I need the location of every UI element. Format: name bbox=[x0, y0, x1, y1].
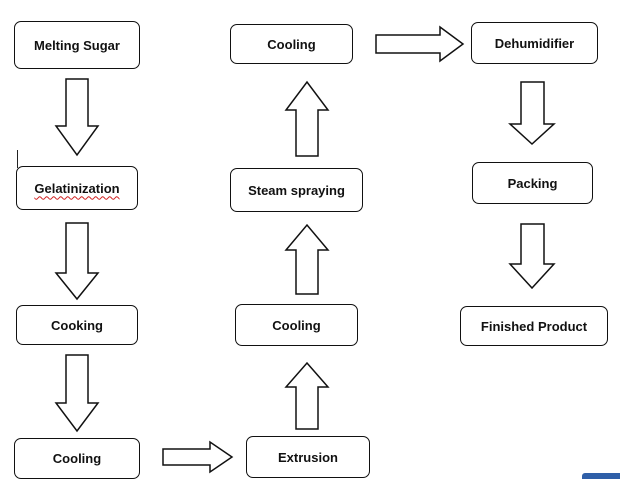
arrow-up-steam-to-cooling bbox=[284, 80, 330, 157]
step-label: Finished Product bbox=[480, 318, 588, 334]
step-finished-product: Finished Product bbox=[460, 306, 608, 346]
step-cooling-2: Cooling bbox=[235, 304, 358, 346]
step-extrusion: Extrusion bbox=[246, 436, 370, 478]
step-packing: Packing bbox=[472, 162, 593, 204]
arrow-right-cooling-to-dehumidifier bbox=[375, 25, 465, 63]
arrow-up-cooling-to-steam bbox=[284, 223, 330, 295]
arrow-down-melting-to-gelatinization bbox=[54, 78, 100, 157]
step-label: Packing bbox=[507, 175, 558, 191]
step-label: Gelatinization bbox=[34, 180, 120, 196]
step-melting-sugar: Melting Sugar bbox=[14, 21, 140, 69]
step-cooling-3: Cooling bbox=[230, 24, 353, 64]
step-cooling-1: Cooling bbox=[14, 438, 140, 479]
step-label: Dehumidifier bbox=[494, 35, 575, 51]
step-cooking: Cooking bbox=[16, 305, 138, 345]
step-gelatinization: Gelatinization bbox=[16, 166, 138, 210]
arrow-right-cooling-to-extrusion bbox=[162, 440, 234, 474]
step-label: Cooking bbox=[51, 317, 103, 333]
arrow-up-extrusion-to-cooling bbox=[284, 361, 330, 430]
arrow-down-gelatinization-to-cooking bbox=[54, 222, 100, 301]
arrow-down-packing-to-finished bbox=[508, 223, 556, 290]
step-dehumidifier: Dehumidifier bbox=[471, 22, 598, 64]
arrow-down-cooking-to-cooling bbox=[54, 354, 100, 433]
step-label: Cooling bbox=[52, 451, 102, 466]
step-label: Melting Sugar bbox=[34, 37, 120, 53]
step-label: Cooling bbox=[272, 317, 321, 333]
step-label: Cooling bbox=[267, 36, 316, 52]
step-label: Steam spraying bbox=[248, 182, 345, 198]
text-cursor bbox=[17, 150, 18, 168]
step-label: Extrusion bbox=[278, 449, 338, 465]
arrow-down-dehumidifier-to-packing bbox=[508, 81, 556, 146]
corner-tab bbox=[582, 473, 620, 479]
step-steam-spraying: Steam spraying bbox=[230, 168, 363, 212]
